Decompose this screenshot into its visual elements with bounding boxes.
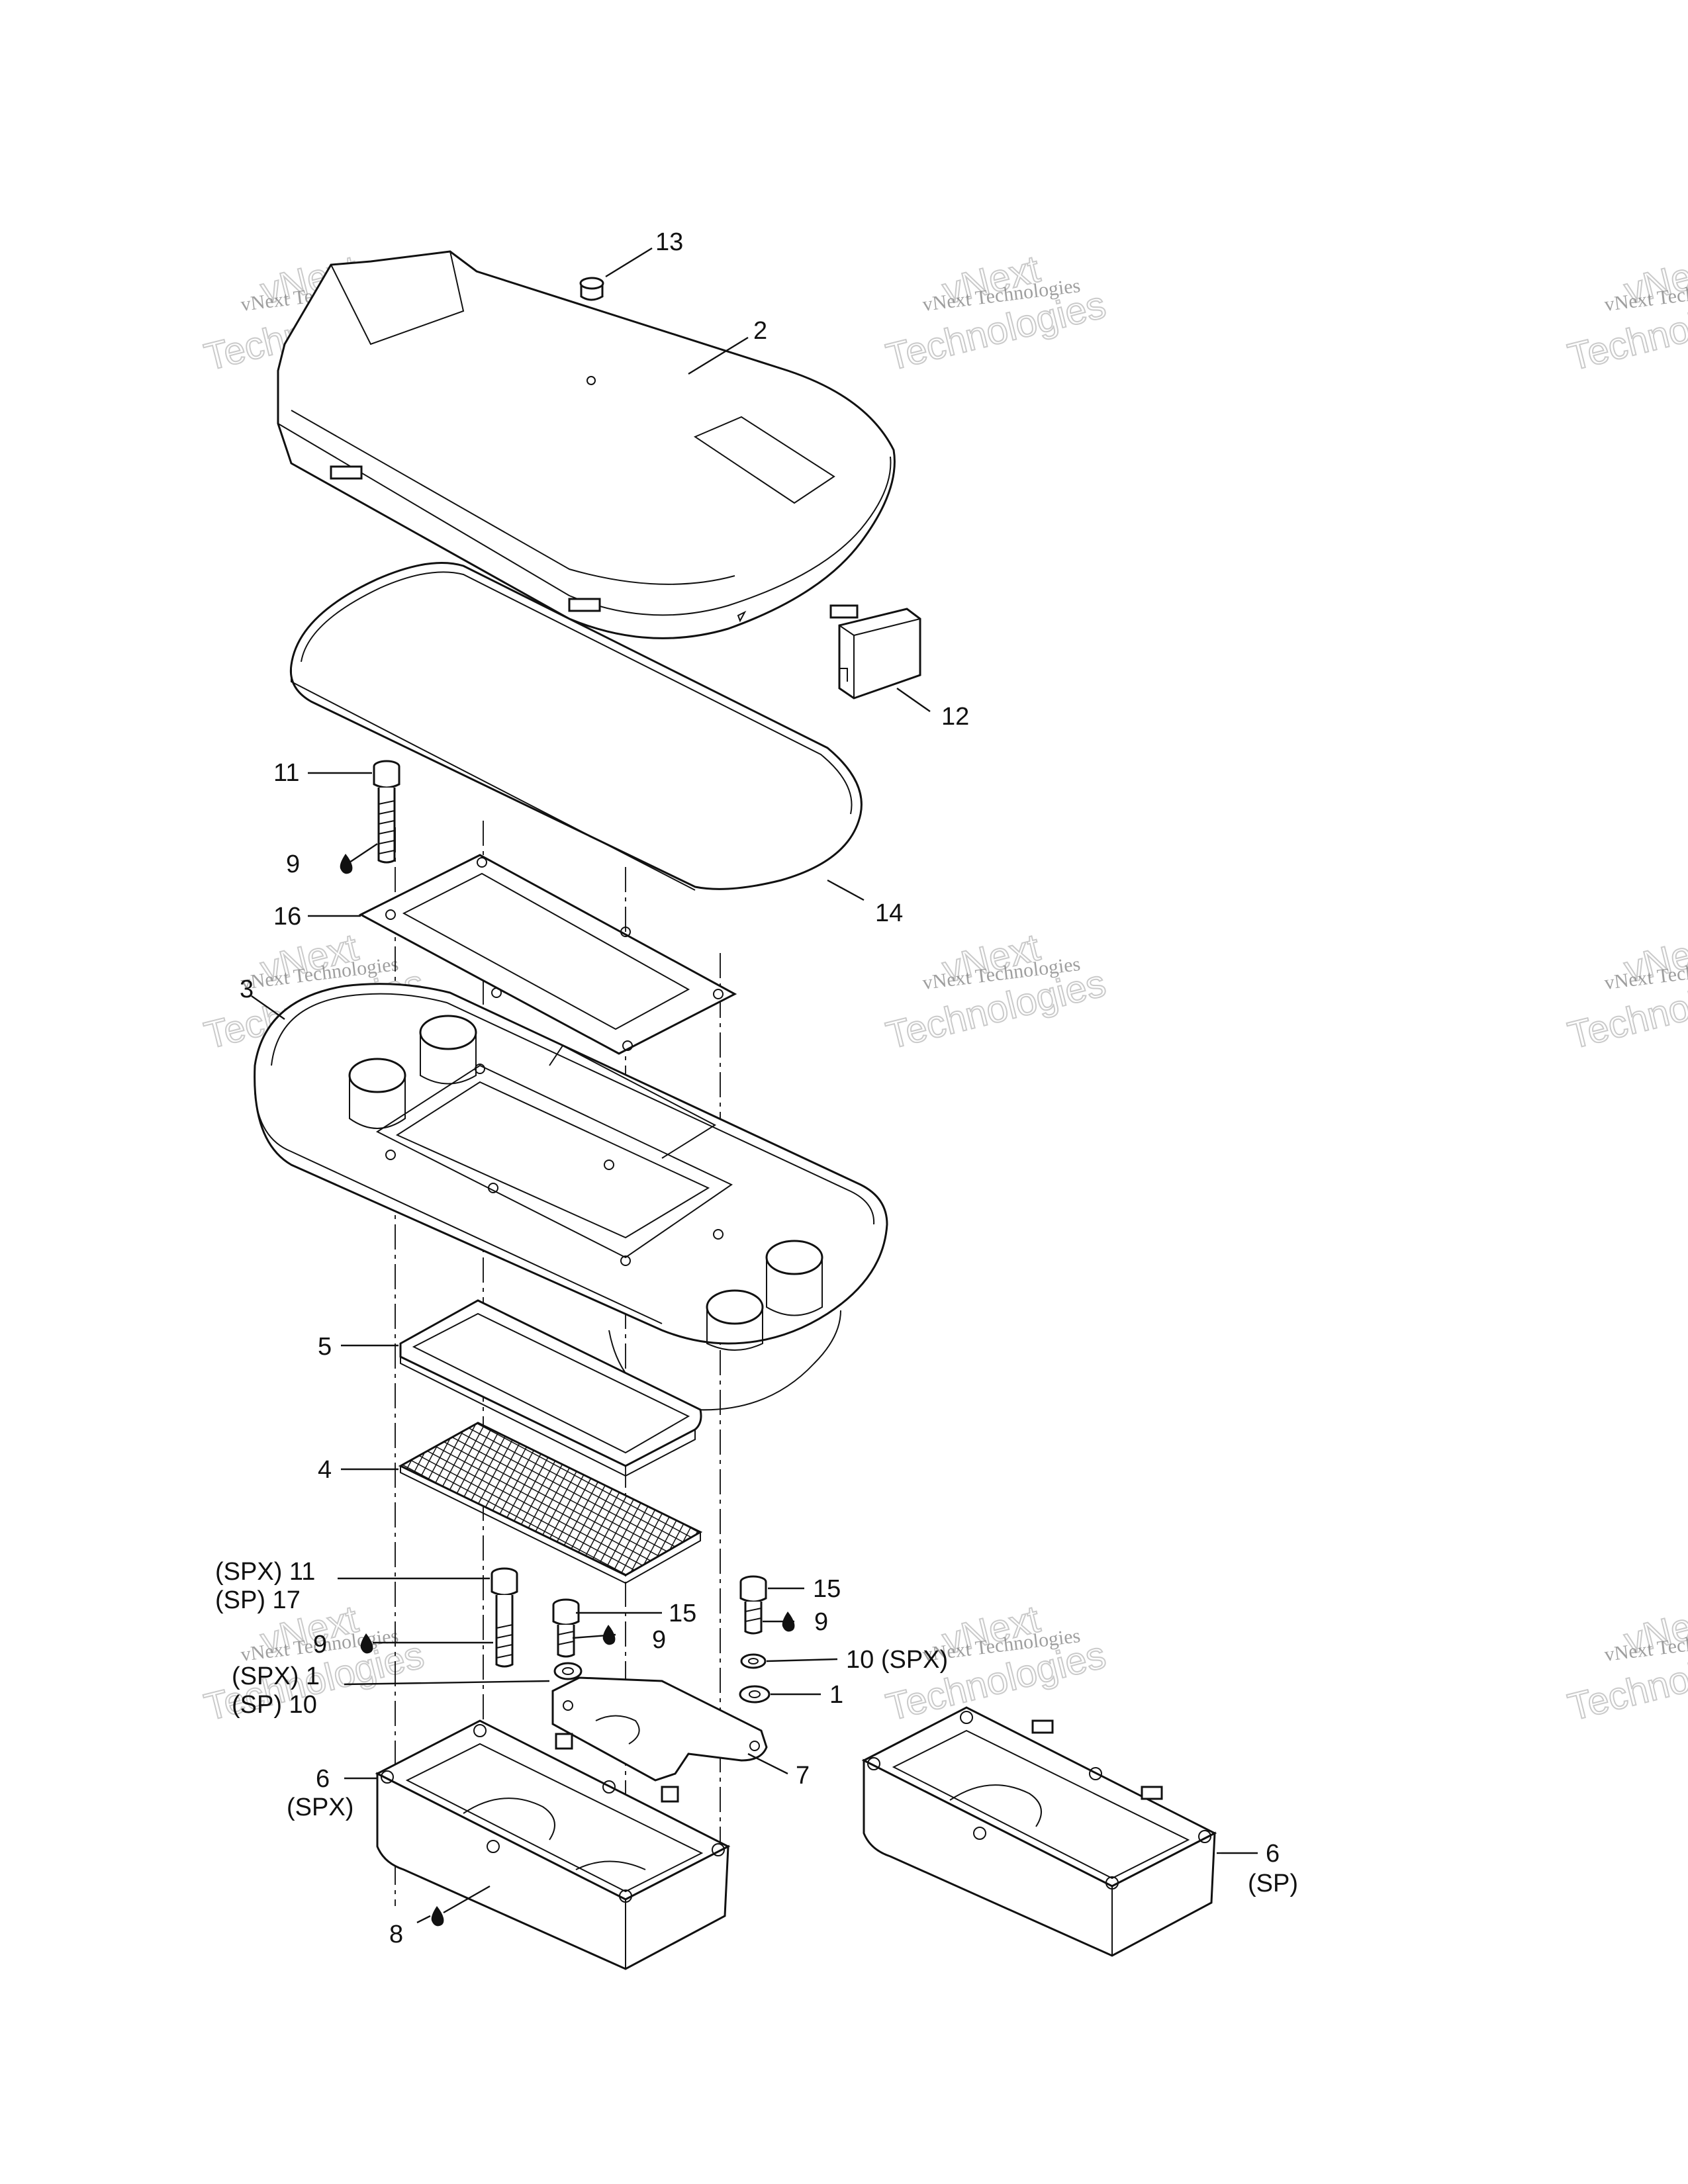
callout-9: 9 — [286, 850, 300, 878]
fasteners — [373, 760, 771, 1713]
washer-right-lower — [739, 1685, 771, 1704]
bracket-plate — [551, 1676, 768, 1782]
plug-part — [579, 277, 604, 301]
callout-16: 16 — [273, 903, 301, 931]
callout-14: 14 — [875, 899, 903, 927]
filter-screen — [398, 1422, 703, 1584]
callout-9: 9 — [313, 1631, 327, 1659]
callout-11: 11 — [273, 759, 299, 787]
callout-9: 9 — [652, 1626, 666, 1654]
callout-15: 15 — [669, 1600, 696, 1627]
watermark-mid-middle: vNext Technologies vNext Technologies — [881, 925, 1110, 1058]
callout-7: 7 — [796, 1762, 810, 1790]
screw-short-right — [739, 1575, 767, 1635]
tray-sp — [861, 1706, 1217, 1957]
callout-labels: 13 2 12 11 9 16 14 3 5 4 (SPX) 11 (SP) 1… — [215, 228, 1298, 1948]
callout-4: 4 — [318, 1456, 332, 1484]
callout-6-spx-qualifier: (SPX) — [287, 1794, 353, 1821]
callout-6-spx: 6 — [316, 1765, 330, 1793]
callout-6-sp: 6 — [1266, 1840, 1280, 1868]
screw-top-left — [373, 760, 400, 864]
silencer-cover — [277, 250, 896, 639]
watermark-bottom-right: vNext Technologies vNext Technologies — [1563, 1597, 1688, 1730]
callout-9: 9 — [814, 1608, 828, 1636]
washer-middle — [553, 1662, 583, 1680]
upper-gasket — [358, 854, 737, 1055]
watermark-mid-right: vNext Technologies vNext Technologies — [1563, 925, 1688, 1058]
oil-drop-icon — [431, 1906, 444, 1927]
seal-frame — [399, 1299, 702, 1477]
callout-15: 15 — [813, 1575, 841, 1603]
washer-right-upper — [740, 1653, 767, 1669]
callout-10-spx: 10 (SPX) — [846, 1646, 948, 1674]
screw-long — [491, 1567, 518, 1668]
screw-short-middle — [552, 1598, 580, 1658]
callout-10-sp: (SP) 10 — [232, 1691, 317, 1719]
clip-part — [838, 608, 921, 700]
watermark-top-right: vNext Technologies vNext Technologies — [1563, 247, 1688, 380]
callout-12: 12 — [941, 703, 969, 731]
silencer-base — [254, 983, 888, 1411]
callout-1-spx: (SPX) 1 — [232, 1662, 320, 1690]
callout-17-sp: (SP) 17 — [215, 1586, 301, 1614]
callout-13: 13 — [655, 228, 683, 256]
tray-spx — [375, 1719, 731, 1970]
callout-2: 2 — [753, 317, 767, 345]
callout-8: 8 — [389, 1921, 403, 1948]
watermark-top-middle: vNext Technologies vNext Technologies — [881, 247, 1110, 380]
callout-11-spx: (SPX) 11 — [215, 1558, 315, 1586]
oil-drop-icon — [340, 854, 353, 874]
callout-5: 5 — [318, 1333, 332, 1361]
callout-3: 3 — [240, 976, 254, 1003]
callout-6-sp-qualifier: (SP) — [1248, 1870, 1298, 1897]
callout-1: 1 — [829, 1681, 843, 1709]
leader-lines — [251, 247, 1258, 1924]
oil-drop-icon — [360, 1633, 373, 1654]
foam-sheet — [289, 562, 863, 891]
